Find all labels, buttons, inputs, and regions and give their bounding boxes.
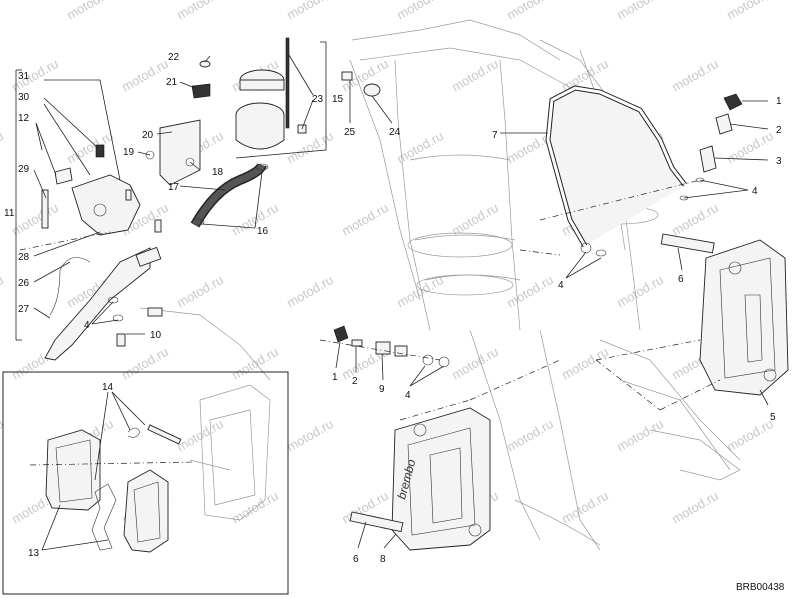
leader-lines [15,54,769,551]
callout-8: 8 [380,554,386,565]
watermark-text: motod.ru [449,344,501,383]
callout-18: 18 [212,167,224,178]
callout-6a: 6 [678,274,684,285]
bleed-valve-group-left [333,325,450,368]
callout-1a: 1 [776,96,782,107]
callout-7: 7 [492,130,498,141]
callout-30: 30 [18,92,30,103]
callout-4c: 4 [558,280,564,291]
callout-17: 17 [168,182,180,193]
diagram-code: BRB00438 [736,582,785,593]
watermark-text: motod.ru [504,272,556,311]
callout-29: 29 [18,164,30,175]
watermark-text: motod.ru [669,488,721,527]
callout-2a: 2 [776,125,782,136]
watermark-text: motod.ru [284,272,336,311]
watermark-text: motod.ru [724,0,776,23]
watermark-text: motod.ru [614,416,666,455]
callout-6b: 6 [353,554,359,565]
watermark-text: motod.ru [724,128,776,167]
watermark-text: motod.ru [9,200,61,239]
watermark-text: motod.ru [559,488,611,527]
watermark-text: motod.ru [174,272,226,311]
watermark-text: motod.ru [504,416,556,455]
watermark-text: motod.ru [284,0,336,23]
watermark-text: motod.ru [339,200,391,239]
watermark-text: motod.ru [0,128,6,167]
callout-15: 15 [332,94,344,105]
watermark-text: motod.ru [504,0,556,23]
watermark-text: motod.ru [0,0,6,23]
right-caliper-assembly [660,233,789,396]
callout-11: 11 [4,208,15,219]
callout-14: 14 [102,382,114,393]
callout-28: 28 [18,252,30,263]
watermark-text: motod.ru [669,200,721,239]
watermark-text: motod.ru [229,200,281,239]
watermark-text: motod.ru [394,0,446,23]
callout-31: 31 [18,71,30,82]
callout-26: 26 [18,278,30,289]
assembly-centerlines [19,179,721,421]
watermark-text: motod.ru [119,56,171,95]
master-cylinder-assembly [145,37,381,228]
watermark-text: motod.ru [119,344,171,383]
brake-lever-assembly [41,144,271,381]
watermark-text: motod.ru [0,272,6,311]
watermark-text: motod.ru [669,56,721,95]
watermark-text: motod.ru [229,344,281,383]
watermark-text: motod.ru [174,0,226,23]
callout-1b: 1 [332,372,338,383]
callout-4d: 4 [84,320,90,331]
brake-hose [545,85,687,257]
watermark-text: motod.ru [724,416,776,455]
callout-2b: 2 [352,376,358,387]
callout-24: 24 [389,127,401,138]
callout-4a: 4 [752,186,758,197]
watermark-text: motod.ru [614,0,666,23]
watermark-text: motod.ru [284,128,336,167]
watermark-text: motod.ru [64,0,116,23]
watermark-text: motod.ru [9,56,61,95]
watermark-text: motod.ru [614,272,666,311]
brake-pads-inset [2,371,289,595]
callout-9: 9 [379,384,385,395]
callout-10: 10 [150,330,162,341]
bleed-valve-group-right [679,93,743,201]
watermark-text: motod.ru [449,56,501,95]
callout-3a: 3 [776,156,782,167]
callout-5: 5 [770,412,776,423]
watermark-text: motod.ru [284,416,336,455]
callout-21: 21 [166,77,178,88]
callout-27: 27 [18,304,30,315]
callout-19: 19 [123,147,135,158]
watermark-text: motod.ru [559,344,611,383]
callout-13: 13 [28,548,40,559]
callout-4b: 4 [405,390,411,401]
callout-20: 20 [142,130,154,141]
callout-23: 23 [312,94,324,105]
callout-22: 22 [168,52,180,63]
callout-25: 25 [344,127,356,138]
callout-labels: 1 2 3 4 5 6 7 4 1 2 9 4 6 8 25 24 23 15 … [4,52,785,593]
watermark-text: motod.ru [174,416,226,455]
callout-16: 16 [257,226,269,237]
left-caliper-assembly: brembo [349,407,491,551]
callout-12: 12 [18,113,30,124]
